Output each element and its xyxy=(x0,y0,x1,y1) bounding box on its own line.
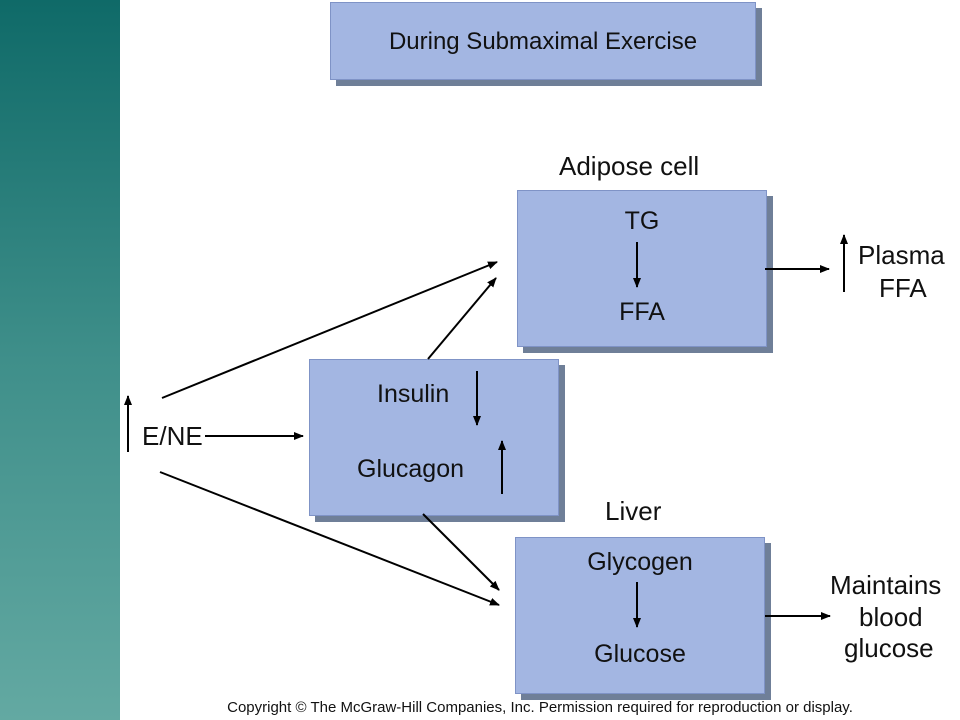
ffa-output-label: FFA xyxy=(879,273,927,303)
copyright-text: Copyright © The McGraw-Hill Companies, I… xyxy=(227,699,853,716)
glucagon-label: Glucagon xyxy=(357,455,465,483)
ene-to-liver-arrow xyxy=(159,471,500,606)
adipose-box: TG FFA xyxy=(517,190,767,347)
plasma-label: Plasma xyxy=(858,240,945,270)
blood-label: blood xyxy=(859,602,923,632)
insulin-label: Insulin xyxy=(377,380,450,408)
sidebar-strip xyxy=(0,0,120,720)
hormone-box: Insulin Glucagon xyxy=(309,359,559,516)
hormones-to-liver-arrow xyxy=(422,513,500,591)
title-box: During Submaximal Exercise xyxy=(330,2,756,80)
glucose-output-label: glucose xyxy=(844,633,934,663)
liver-header: Liver xyxy=(605,496,662,526)
hormones-to-adipose-arrow xyxy=(427,277,497,360)
slide-title: During Submaximal Exercise xyxy=(388,28,698,55)
ffa-label: FFA xyxy=(619,298,665,326)
ene-to-adipose-arrow xyxy=(161,261,498,399)
glycogen-label: Glycogen xyxy=(587,548,693,576)
maintains-label: Maintains xyxy=(830,570,942,600)
adipose-header: Adipose cell xyxy=(559,151,700,181)
tg-label: TG xyxy=(624,207,660,235)
liver-box: Glycogen Glucose xyxy=(515,537,765,694)
glucose-label: Glucose xyxy=(594,640,686,668)
ene-label: E/NE xyxy=(142,421,203,451)
